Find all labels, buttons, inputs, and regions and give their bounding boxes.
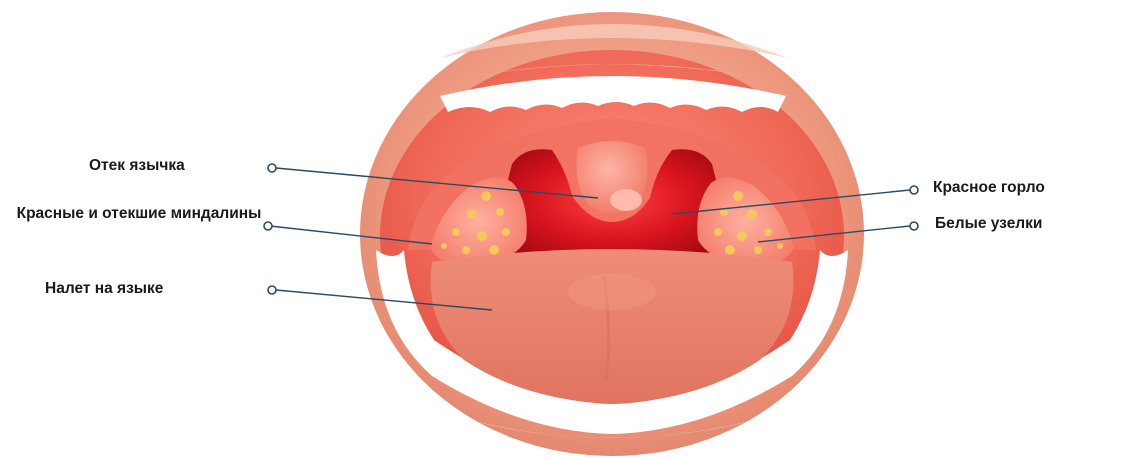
marker-red-throat (910, 186, 918, 194)
label-red-throat: Красное горло (933, 178, 1045, 197)
marker-uvula (268, 164, 276, 172)
label-white-nodules: Белые узелки (935, 214, 1042, 233)
label-red-swollen-tonsils-text: Красные и отекшие миндалины (17, 205, 262, 222)
label-tongue-coating: Налет на языке (45, 279, 163, 298)
label-red-swollen-tonsils: Красные и отекшие миндалины (14, 204, 264, 223)
marker-white-nodules (910, 222, 918, 230)
label-uvula-swelling: Отек язычка (89, 156, 185, 175)
marker-tonsils (264, 222, 272, 230)
marker-tongue (268, 286, 276, 294)
uvula (577, 141, 648, 213)
